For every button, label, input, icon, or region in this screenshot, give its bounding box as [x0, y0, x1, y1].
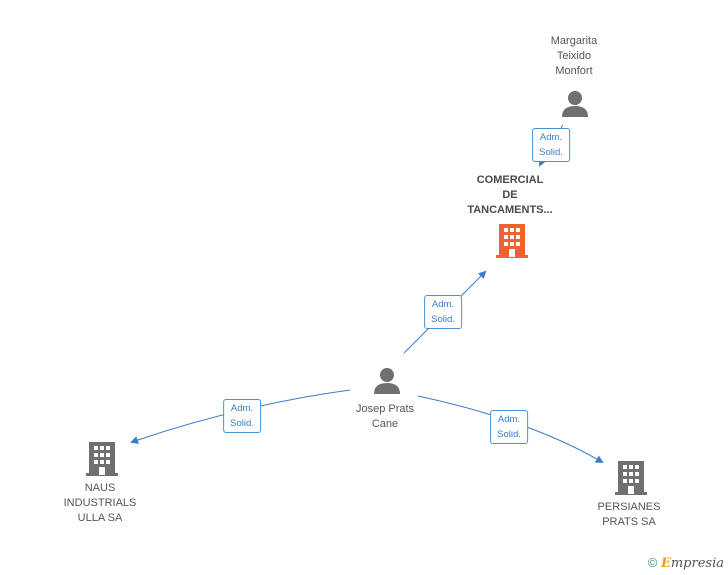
label-line: INDUSTRIALS	[63, 497, 137, 509]
relation-badge[interactable]: Adm. Solid.	[532, 128, 570, 162]
label-line: ULLA SA	[77, 512, 123, 524]
building-icon[interactable]	[615, 461, 647, 495]
person-icon[interactable]	[373, 367, 401, 395]
label-line: DE	[502, 189, 518, 201]
label-line: PRATS SA	[602, 516, 656, 528]
label-line: Teixido	[556, 50, 592, 62]
label-line: Margarita	[550, 35, 598, 47]
comercial-label[interactable]: COMERCIAL DE TANCAMENTS...	[467, 173, 552, 218]
badge-line: Adm.	[539, 132, 563, 143]
label-line: COMERCIAL	[476, 174, 544, 186]
label-line: Monfort	[555, 65, 593, 77]
naus-label[interactable]: NAUS INDUSTRIALS ULLA SA	[64, 481, 137, 526]
brand-logo: Empresia	[661, 556, 724, 571]
badge-line: Solid.	[497, 429, 521, 440]
persianes-label[interactable]: PERSIANES PRATS SA	[598, 500, 661, 530]
badge-line: Solid.	[539, 147, 563, 158]
relation-badge[interactable]: Adm. Solid.	[490, 410, 528, 444]
person-icon[interactable]	[561, 90, 589, 118]
copyright-icon: ©	[647, 555, 658, 570]
badge-line: Solid.	[230, 418, 254, 429]
label-line: NAUS	[84, 482, 116, 494]
footer-credit: © Empresia	[648, 555, 724, 571]
brand-initial: E	[660, 556, 671, 571]
label-line: PERSIANES	[597, 501, 661, 513]
building-icon[interactable]	[86, 442, 118, 476]
brand-rest: mpresia	[670, 556, 724, 571]
badge-line: Adm.	[431, 299, 455, 310]
badge-line: Adm.	[497, 414, 521, 425]
label-line: TANCAMENTS...	[467, 204, 553, 216]
building-icon[interactable]	[496, 224, 528, 258]
badge-line: Adm.	[230, 403, 254, 414]
label-line: Cane	[371, 418, 399, 430]
relation-badge[interactable]: Adm. Solid.	[223, 399, 261, 433]
label-line: Josep Prats	[355, 403, 415, 415]
josep-label[interactable]: Josep Prats Cane	[356, 402, 414, 432]
relation-badge[interactable]: Adm. Solid.	[424, 295, 462, 329]
badge-line: Solid.	[431, 314, 455, 325]
margarita-label[interactable]: Margarita Teixido Monfort	[551, 34, 597, 79]
